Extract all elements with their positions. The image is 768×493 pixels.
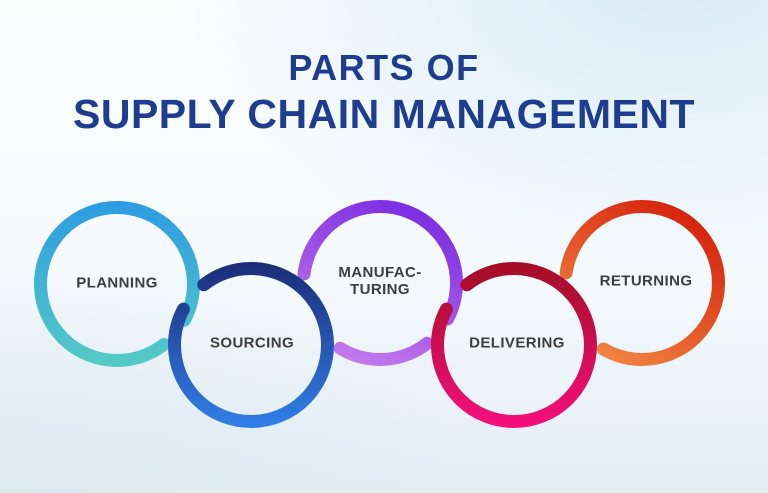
returning-ring: [559, 200, 725, 366]
sourcing-label: SOURCING: [209, 334, 295, 352]
delivering-label: DELIVERING: [469, 334, 565, 352]
manufacturing-label: MANUFAC- TURING: [338, 264, 421, 299]
returning-label: RETURNING: [599, 272, 693, 290]
page-title: PARTS OF SUPPLY CHAIN MANAGEMENT: [0, 48, 768, 137]
sourcing-ring: [168, 262, 334, 428]
title-line-1: PARTS OF: [288, 47, 480, 88]
manufacturing-ring: [297, 200, 463, 366]
delivering-ring: [431, 262, 597, 428]
manufacturing-label-line-2: TURING: [350, 281, 410, 298]
planning-label: PLANNING: [76, 274, 158, 292]
title-line-2: SUPPLY CHAIN MANAGEMENT: [72, 90, 695, 137]
planning-ring: [34, 201, 200, 367]
manufacturing-label-line-1: MANUFAC-: [338, 263, 422, 281]
